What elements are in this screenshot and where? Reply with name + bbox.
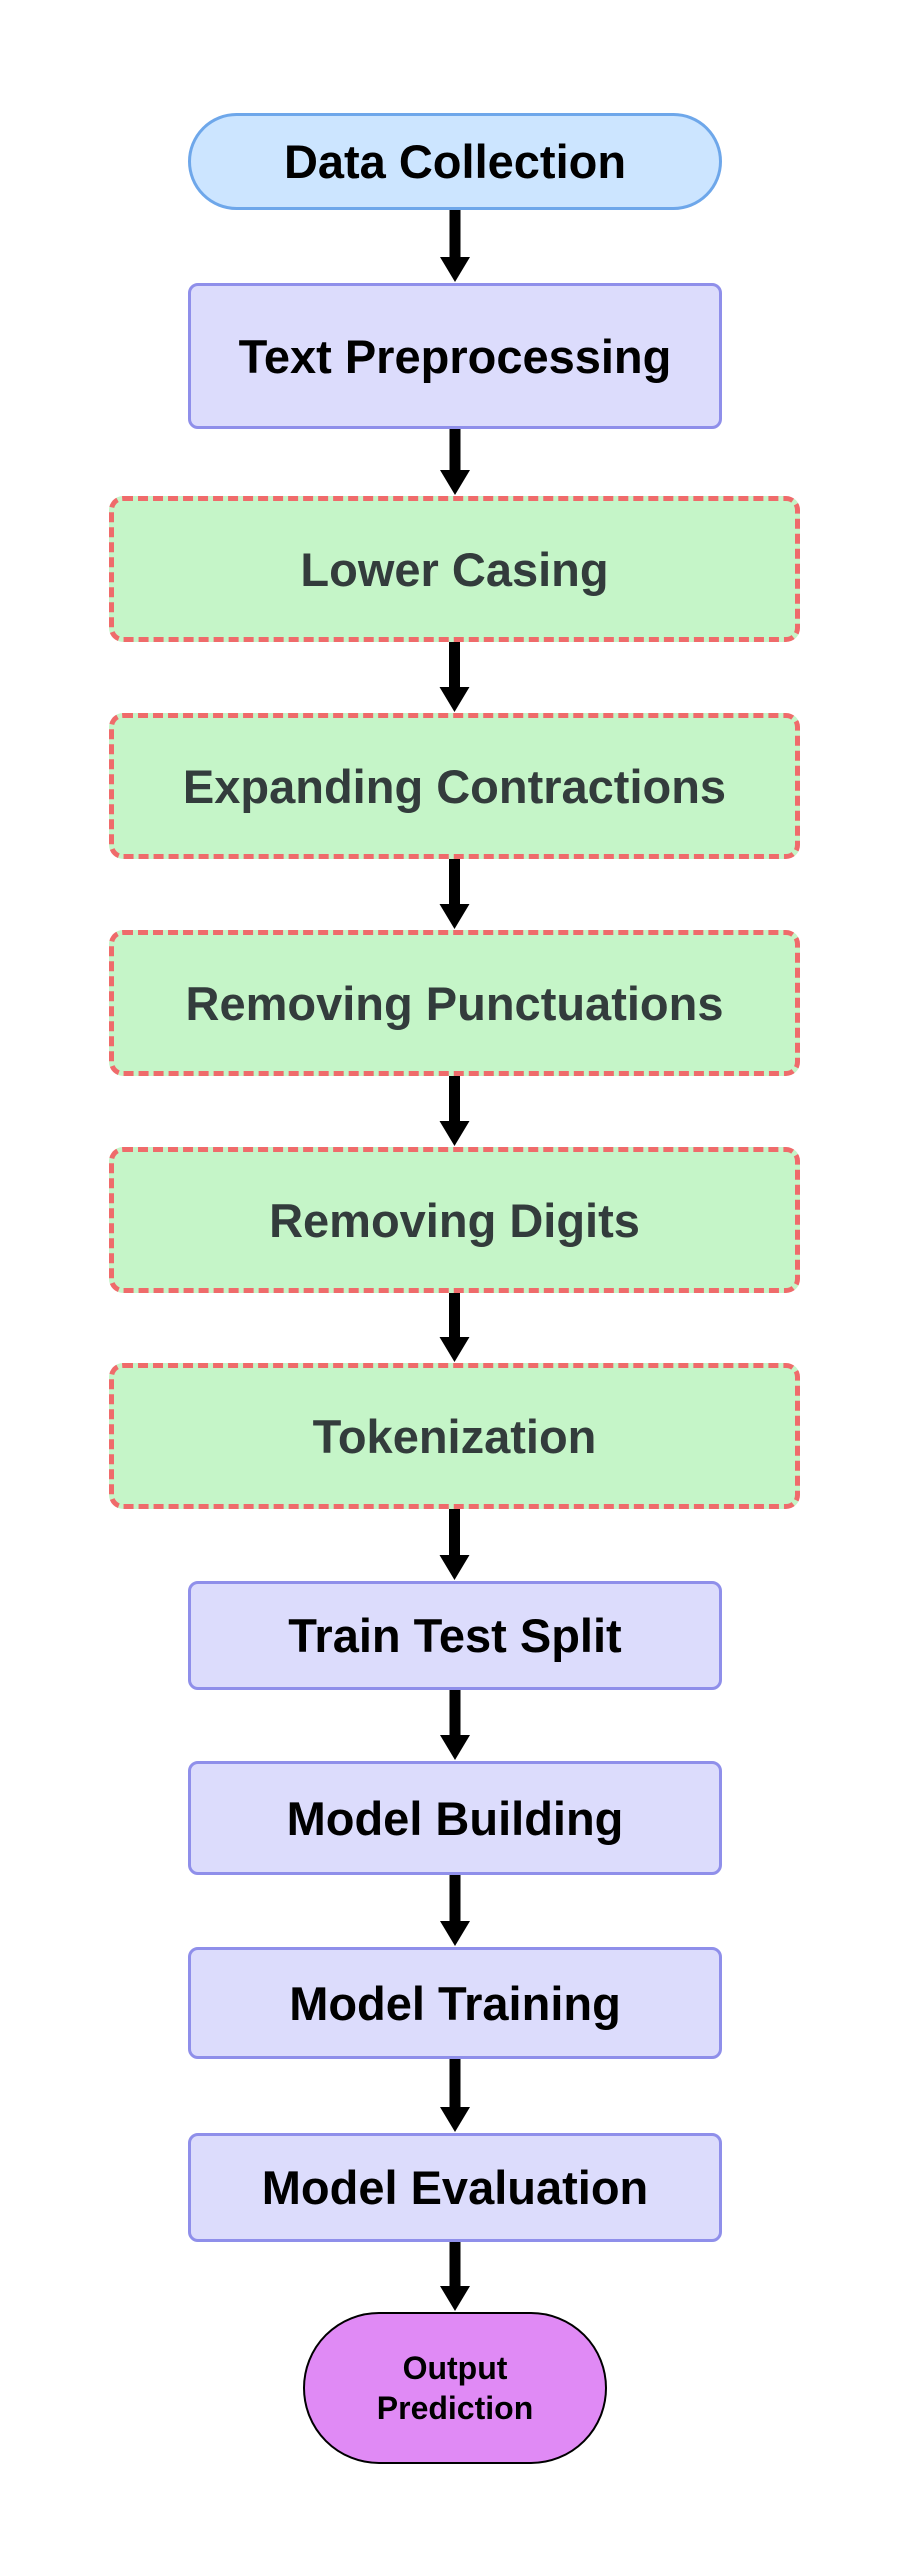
arrowhead bbox=[439, 1337, 470, 1362]
node-label: Expanding Contractions bbox=[182, 759, 727, 813]
edge-removing-punctuations-to-removing-digits bbox=[439, 1076, 470, 1146]
edge-train-test-split-to-model-building bbox=[440, 1690, 470, 1760]
node-label: Model Building bbox=[286, 1791, 624, 1845]
node-model-training: Model Training bbox=[188, 1947, 722, 2059]
node-output-prediction: Output Prediction bbox=[303, 2312, 607, 2464]
node-train-test-split: Train Test Split bbox=[188, 1581, 722, 1690]
node-label: Train Test Split bbox=[288, 1609, 622, 1662]
arrowhead bbox=[439, 1121, 470, 1146]
node-label: Removing Digits bbox=[269, 1193, 640, 1247]
node-tokenization: Tokenization bbox=[109, 1363, 800, 1509]
node-label: Tokenization bbox=[312, 1409, 597, 1463]
arrowhead bbox=[440, 2286, 470, 2311]
arrowhead bbox=[440, 470, 470, 495]
edge-removing-digits-to-tokenization bbox=[439, 1293, 470, 1362]
node-label: Model Training bbox=[289, 1976, 621, 2030]
edge-text-preprocessing-to-lower-casing bbox=[440, 429, 470, 495]
edge-model-training-to-model-evaluation bbox=[440, 2059, 470, 2132]
node-label-line-1: Output bbox=[402, 2350, 508, 2386]
edge-model-evaluation-to-output-prediction bbox=[440, 2242, 470, 2311]
edge-lower-casing-to-expanding-contractions bbox=[439, 642, 470, 712]
node-removing-punctuations: Removing Punctuations bbox=[109, 930, 800, 1076]
edge-model-building-to-model-training bbox=[440, 1875, 470, 1946]
node-label: Data Collection bbox=[283, 135, 627, 188]
node-label: Removing Punctuations bbox=[185, 976, 724, 1030]
node-label: Lower Casing bbox=[300, 542, 609, 596]
node-lower-casing: Lower Casing bbox=[109, 496, 800, 642]
node-model-evaluation: Model Evaluation bbox=[188, 2133, 722, 2242]
arrowhead bbox=[440, 1921, 470, 1946]
node-label-line-2: Prediction bbox=[376, 2390, 534, 2426]
edge-expanding-contractions-to-removing-punctuations bbox=[439, 859, 470, 929]
node-removing-digits: Removing Digits bbox=[109, 1147, 800, 1293]
edge-data-collection-to-text-preprocessing bbox=[440, 210, 470, 282]
arrowhead bbox=[440, 257, 470, 282]
node-label: Model Evaluation bbox=[261, 2161, 649, 2214]
edge-tokenization-to-train-test-split bbox=[439, 1509, 470, 1580]
node-label: Text Preprocessing bbox=[238, 329, 672, 383]
node-model-building: Model Building bbox=[188, 1761, 722, 1875]
arrowhead bbox=[439, 687, 470, 712]
node-expanding-contractions: Expanding Contractions bbox=[109, 713, 800, 859]
arrowhead bbox=[440, 1735, 470, 1760]
arrowhead bbox=[439, 904, 470, 929]
node-data-collection: Data Collection bbox=[188, 113, 722, 210]
arrowhead bbox=[440, 2107, 470, 2132]
node-text-preprocessing: Text Preprocessing bbox=[188, 283, 722, 429]
arrowhead bbox=[439, 1555, 470, 1580]
